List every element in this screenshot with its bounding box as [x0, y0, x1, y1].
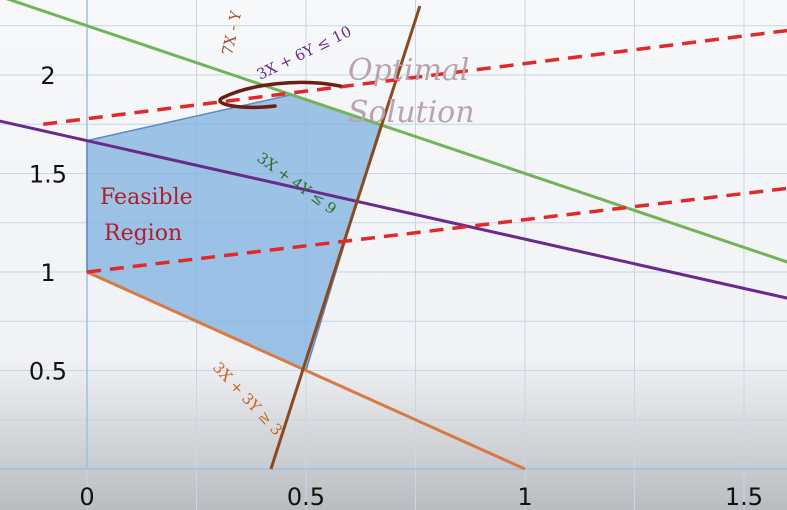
y-tick-label: 2 [40, 62, 55, 90]
optimal-arrow [218, 80, 342, 110]
feasible-label-line1: Feasible [100, 185, 193, 210]
constraint-line [269, 5, 422, 470]
x-tick-label: 1 [517, 483, 532, 510]
constraint-line [5, 0, 787, 264]
objective-line [42, 28, 787, 126]
y-tick-label: 1.5 [29, 161, 67, 189]
x-tick-label: 0.5 [287, 483, 325, 510]
optimal-label-line2: Solution [348, 95, 475, 130]
feasible-label-line2: Region [104, 221, 182, 246]
objective-line [86, 186, 787, 274]
x-tick-label: 1.5 [725, 483, 763, 510]
constraint-line [0, 119, 787, 300]
optimal-label-line1: Optimal [348, 53, 469, 88]
y-tick-label: 0.5 [29, 358, 67, 386]
y-tick-label: 1 [40, 259, 55, 287]
constraint-lines [0, 0, 787, 471]
x-tick-label: 0 [79, 483, 94, 510]
constraint-line [86, 270, 526, 471]
